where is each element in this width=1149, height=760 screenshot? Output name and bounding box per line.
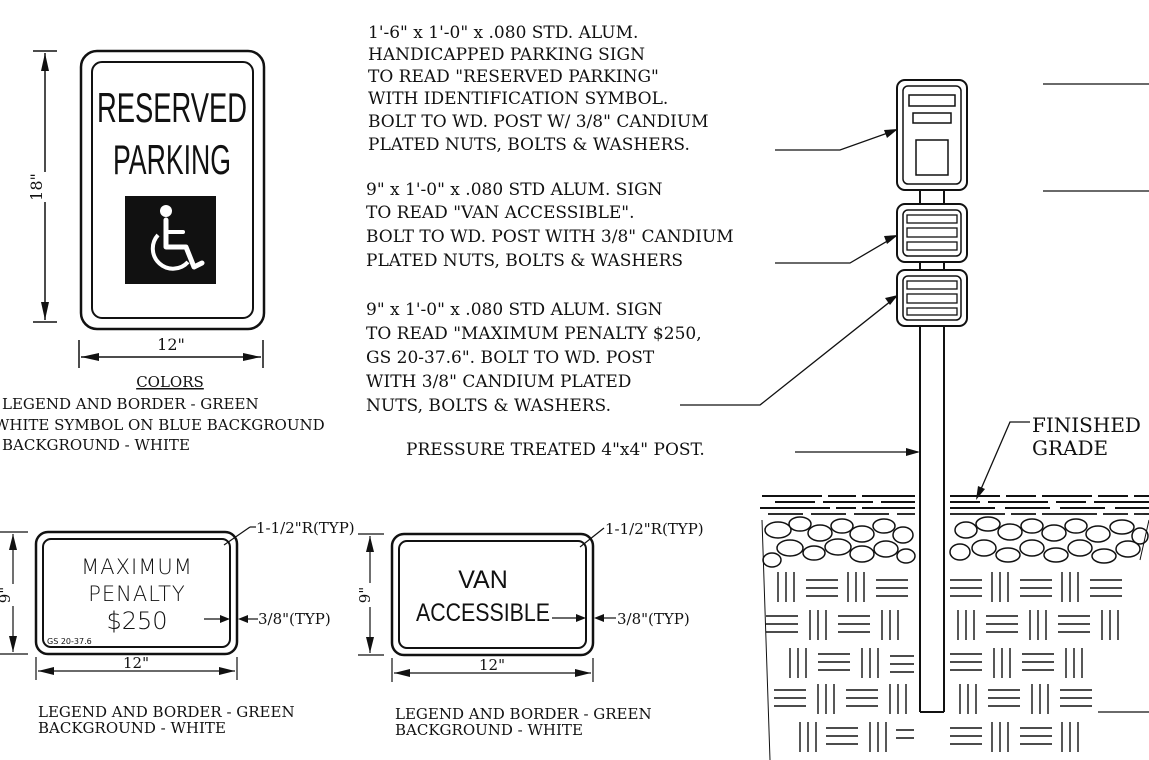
soil-hatch-pattern: [766, 572, 1122, 752]
callout-post: PRESSURE TREATED 4"x4" POST.: [406, 440, 705, 460]
callout-van-line-2: TO READ "VAN ACCESSIBLE".: [366, 203, 635, 223]
width-dimension-12: 12": [78, 335, 264, 368]
penalty-legend-line-2: BACKGROUND - WHITE: [38, 719, 226, 737]
width-dim-label: 12": [157, 335, 185, 354]
penalty-border-note: 3/8"(TYP): [258, 610, 331, 628]
penalty-sign-inner: [42, 538, 231, 648]
gravel-layer: [762, 516, 1149, 568]
callout-main-line-2: HANDICAPPED PARKING SIGN: [368, 45, 645, 65]
callout-main-line-1: 1'-6" x 1'-0" x .080 STD. ALUM.: [368, 23, 638, 43]
callout-main-sign: 1'-6" x 1'-0" x .080 STD. ALUM. HANDICAP…: [368, 23, 709, 155]
van-height-dim: 9": [356, 587, 374, 603]
callout-van-line-4: PLATED NUTS, BOLTS & WASHERS: [366, 251, 683, 271]
van-line-van: VAN: [458, 566, 508, 594]
penalty-line-penalty: PENALTY: [88, 582, 185, 606]
wheelchair-accessibility-icon: [125, 196, 216, 284]
callout-main-line-3: TO READ "RESERVED PARKING": [368, 67, 659, 87]
callout-penalty-line-4: WITH 3/8" CANDIUM PLATED: [366, 372, 631, 392]
finished-grade-lines: [760, 495, 1149, 515]
callout-penalty-sign: 9" x 1'-0" x .080 STD ALUM. SIGN TO READ…: [366, 300, 702, 416]
maximum-penalty-sign: MAXIMUM PENALTY $250 GS 20-37.6 1-1/2"R(…: [0, 519, 355, 737]
reserved-parking-sign: RESERVED PARKING 18" 12": [27, 49, 266, 368]
sign-line-reserved: RESERVED: [97, 84, 247, 131]
callout-main-line-4: WITH IDENTIFICATION SYMBOL.: [368, 89, 668, 109]
van-sign-outer: [390, 532, 595, 657]
van-border-note: 3/8"(TYP): [617, 610, 690, 628]
penalty-legend-line-1: LEGEND AND BORDER - GREEN: [38, 703, 295, 721]
penalty-statute: GS 20-37.6: [47, 637, 92, 646]
colors-line-1: LEGEND AND BORDER - GREEN: [2, 395, 259, 413]
penalty-line-amount: $250: [106, 607, 167, 635]
penalty-width-dim: 12": [123, 654, 149, 672]
callout-van-line-3: BOLT TO WD. POST WITH 3/8" CANDIUM: [366, 227, 734, 247]
van-legend-line-1: LEGEND AND BORDER - GREEN: [395, 705, 652, 723]
sign-inner-border: [91, 61, 254, 319]
colors-line-3: BACKGROUND - WHITE: [2, 436, 190, 454]
penalty-height-dim: 9": [0, 587, 14, 603]
penalty-radius-note: 1-1/2"R(TYP): [256, 519, 355, 537]
callout-penalty-line-3: GS 20-37.6". BOLT TO WD. POST: [366, 348, 655, 368]
penalty-sign-outer: [34, 530, 239, 656]
sign-line-parking: PARKING: [113, 136, 231, 183]
callout-penalty-line-2: TO READ "MAXIMUM PENALTY $250,: [366, 324, 702, 344]
van-sign-inner: [398, 540, 587, 649]
height-dim-label: 18": [27, 173, 46, 201]
post-elevation: [896, 79, 968, 713]
colors-heading: COLORS: [136, 373, 204, 391]
penalty-line-maximum: MAXIMUM: [81, 555, 193, 579]
van-legend-line-2: BACKGROUND - WHITE: [395, 721, 583, 739]
callout-grade-line-2: GRADE: [1032, 436, 1108, 460]
callout-penalty-line-5: NUTS, BOLTS & WASHERS.: [366, 396, 611, 416]
height-dimension-18: 18": [27, 50, 57, 323]
sign-outer-border: [79, 49, 266, 331]
callout-van-line-1: 9" x 1'-0" x .080 STD ALUM. SIGN: [366, 180, 663, 200]
callout-grade-line-1: FINISHED: [1032, 413, 1141, 437]
van-accessible-sign: VAN ACCESSIBLE 1-1/2"R(TYP) 3/8"(TYP) 12…: [356, 520, 704, 739]
van-line-accessible: ACCESSIBLE: [416, 599, 550, 627]
callout-penalty-line-1: 9" x 1'-0" x .080 STD ALUM. SIGN: [366, 300, 663, 320]
callout-main-line-5: BOLT TO WD. POST W/ 3/8" CANDIUM: [368, 112, 709, 132]
colors-line-2: WHITE SYMBOL ON BLUE BACKGROUND: [0, 416, 325, 434]
callout-van-sign: 9" x 1'-0" x .080 STD ALUM. SIGN TO READ…: [366, 180, 734, 271]
leader-lines: [680, 83, 1149, 713]
callout-main-line-6: PLATED NUTS, BOLTS & WASHERS.: [368, 135, 690, 155]
van-width-dim: 12": [479, 656, 505, 674]
van-radius-note: 1-1/2"R(TYP): [605, 520, 704, 538]
excavation-outline: [761, 519, 1149, 760]
